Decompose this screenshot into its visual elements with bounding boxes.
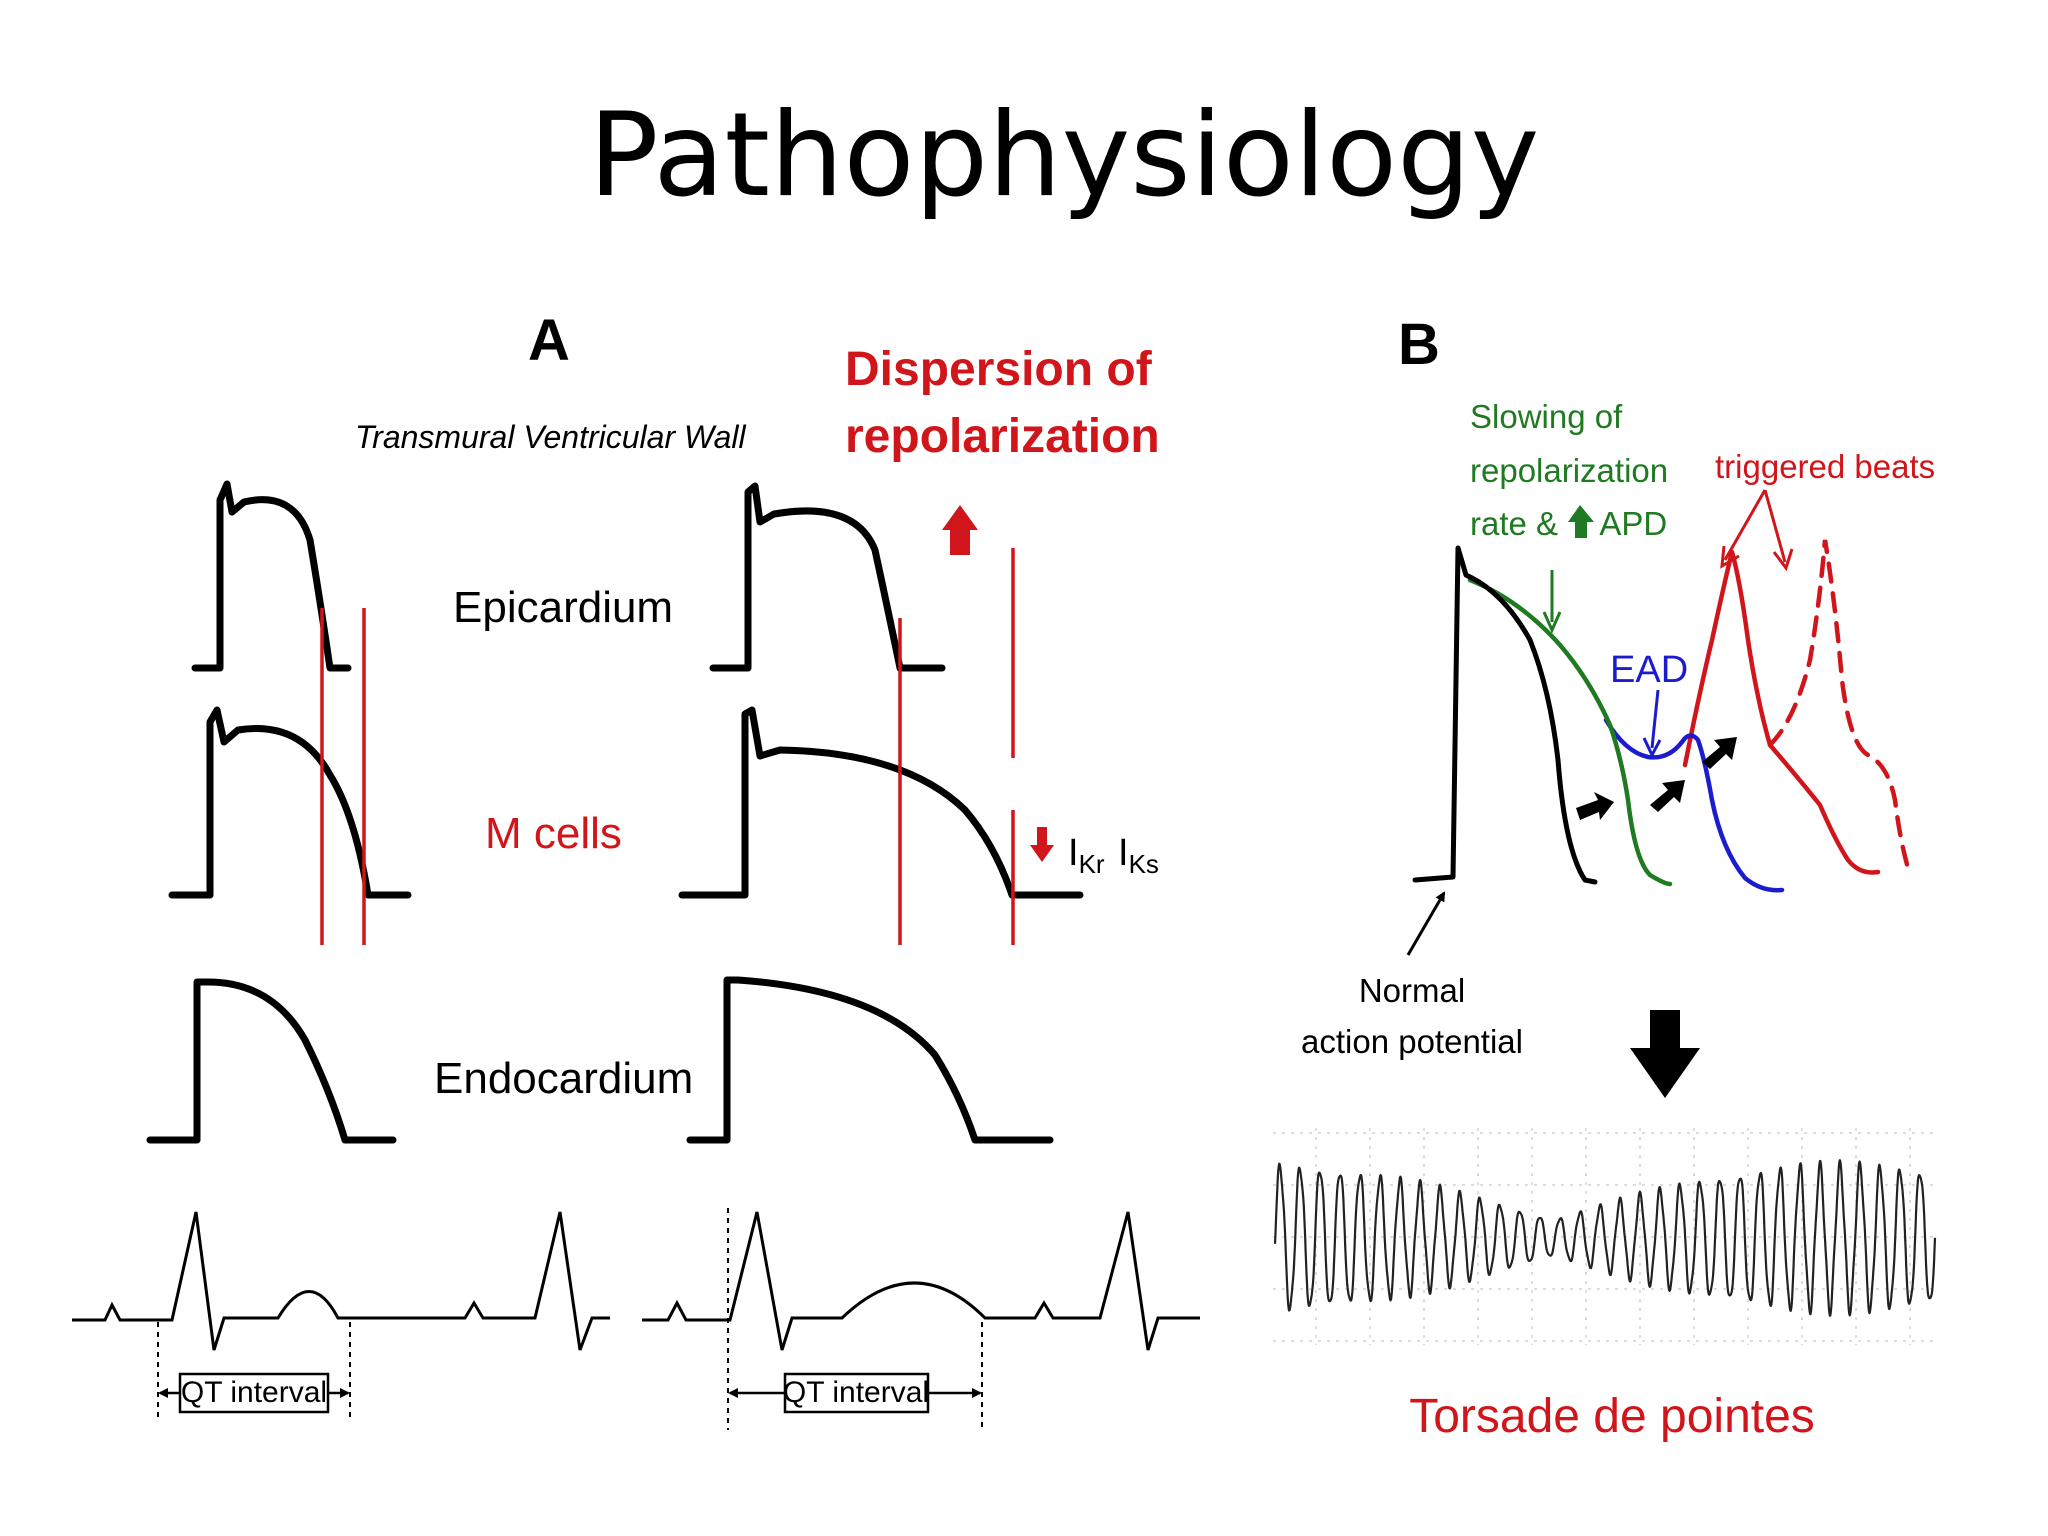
epicardium-label: Epicardium [453,583,673,632]
panel-a: A Transmural Ventricular Wall Dispersion… [72,308,1200,1430]
panel-a-label: A [528,308,570,373]
torsade-label: Torsade de pointes [1409,1390,1815,1443]
qt-right-box [783,1372,930,1414]
epicardium-ap-normal [191,480,352,672]
triggered-beat-red [1682,549,1881,875]
normal-ap-label-line2: action potential [1301,1023,1523,1060]
triggered-pointer-1 [1723,489,1767,561]
m-cell-ap-normal [168,706,412,899]
normal-ap-pointer [1406,891,1446,956]
ead-pointer [1650,689,1660,749]
ead-pointer-head [1642,737,1662,759]
ecg-normal [72,1211,610,1351]
ecg-prolonged [642,1211,1200,1351]
ikr-label: IKr [1068,832,1105,879]
triggered-pointer-2-head [1772,548,1794,572]
progress-arrow-2-icon [1650,780,1685,812]
qt-left-label: QT interval [181,1376,327,1409]
wall-subtitle: Transmural Ventricular Wall [355,419,747,455]
dispersion-label-line2: repolarization [845,410,1160,463]
slowing-label-line2: repolarization [1470,452,1668,489]
triggered-pointer-2 [1763,489,1787,563]
progress-arrow-3-icon [1702,737,1737,769]
normal-ap-label-line1: Normal [1359,972,1465,1009]
panel-b: B Slowing of repolarization rate & APD t… [1273,312,1937,1443]
ead-trace-blue [1603,717,1785,893]
normal-ap-black [1412,545,1598,885]
endocardium-label: Endocardium [434,1054,693,1103]
torsade-ecg-trace [1273,1159,1937,1317]
slide-title: Pathophysiology [588,88,1540,223]
panel-b-label: B [1398,312,1440,377]
triggered-beat-red-dashed [1767,539,1911,871]
slowing-label-line3: rate & APD [1470,505,1667,542]
prolonged-ap-green [1467,577,1673,887]
apd-up-arrow-icon [1568,505,1594,538]
qt-left-box [178,1372,330,1414]
epicardium-ap-prolonged [709,482,946,672]
decrease-arrow-icon [1030,827,1054,862]
qt-right-label: QT interval [783,1376,929,1409]
progress-arrow-1-icon [1576,792,1614,820]
endocardium-ap-normal [146,978,397,1144]
triggered-beats-label: triggered beats [1715,448,1935,485]
slowing-label-line1: Slowing of [1470,398,1623,435]
iks-label: IKs [1118,832,1159,879]
big-down-arrow-icon [1630,1010,1700,1098]
m-cells-label: M cells [485,809,622,858]
increase-arrow-icon [942,505,978,555]
m-cell-ap-prolonged [678,706,1084,899]
ead-label: EAD [1610,649,1688,691]
dispersion-label-line1: Dispersion of [845,343,1153,396]
endocardium-ap-prolonged [686,976,1054,1144]
slowing-pointer-head [1542,611,1562,634]
